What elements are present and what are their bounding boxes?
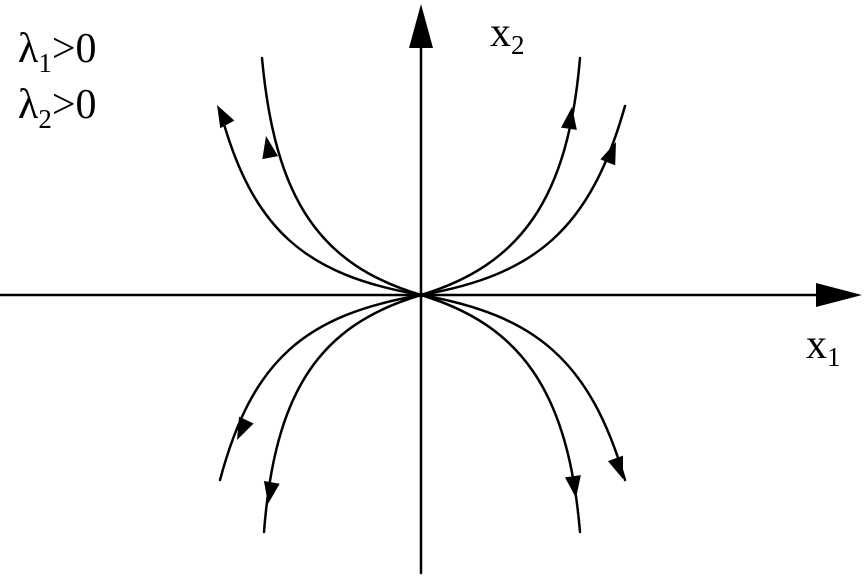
x1-axis-arrowhead bbox=[816, 283, 862, 307]
lambda2-relation: >0 bbox=[52, 82, 97, 128]
lambda2-symbol: λ bbox=[18, 82, 39, 128]
arrow-upper-right-inner bbox=[561, 107, 577, 130]
trajectory-upper-right-outer bbox=[419, 104, 627, 297]
x1-label-symbol: x bbox=[806, 322, 827, 368]
trajectory-upper-left-outer bbox=[218, 108, 423, 297]
x1-axis-label: x1 bbox=[806, 322, 841, 372]
trajectory-upper-left-inner bbox=[260, 56, 423, 297]
trajectory-lower-right-outer bbox=[419, 293, 627, 482]
arrow-lower-right-inner bbox=[565, 475, 581, 498]
lambda2-subscript: 2 bbox=[38, 104, 52, 134]
x2-label-subscript: 2 bbox=[511, 30, 525, 60]
lambda2-condition: λ2>0 bbox=[18, 82, 97, 134]
arrow-lower-right-outer bbox=[607, 455, 623, 479]
trajectory-upper-right-inner bbox=[419, 56, 582, 297]
arrow-upper-left-outer bbox=[217, 105, 235, 129]
x1-label-subscript: 1 bbox=[827, 342, 841, 372]
arrow-upper-left-inner bbox=[262, 136, 279, 160]
x2-axis-arrowhead bbox=[409, 4, 433, 48]
x2-label-symbol: x bbox=[490, 10, 511, 56]
lambda1-subscript: 1 bbox=[38, 48, 52, 78]
trajectory-lower-left-outer bbox=[218, 293, 423, 482]
trajectory-lower-left-inner bbox=[262, 293, 423, 534]
arrow-lower-left-outer bbox=[237, 416, 254, 440]
lambda1-condition: λ1>0 bbox=[18, 26, 97, 78]
trajectories bbox=[218, 56, 627, 534]
x2-axis-label: x2 bbox=[490, 10, 525, 60]
trajectory-lower-right-inner bbox=[419, 293, 582, 534]
lambda1-symbol: λ bbox=[18, 26, 39, 72]
arrow-upper-right-outer bbox=[600, 142, 616, 166]
arrow-lower-left-inner bbox=[263, 480, 280, 504]
origin-node bbox=[418, 292, 424, 298]
lambda1-relation: >0 bbox=[52, 26, 97, 72]
direction-arrows bbox=[217, 105, 623, 504]
